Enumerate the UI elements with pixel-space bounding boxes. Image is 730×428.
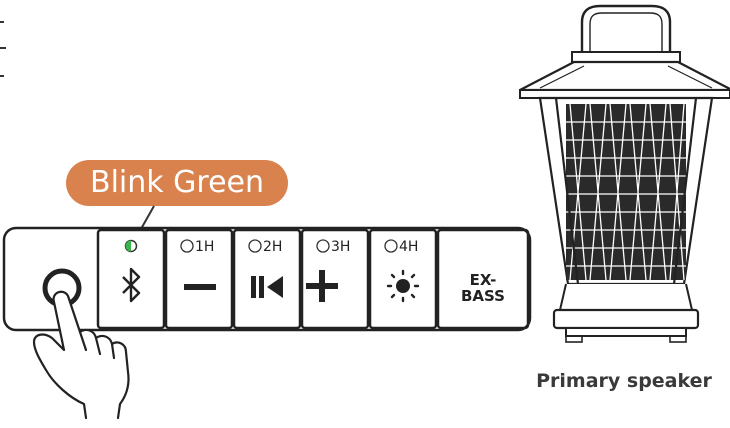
bluetooth-icon	[122, 267, 141, 303]
button-frame-minus	[164, 228, 234, 330]
minus-button[interactable]: 1H	[180, 239, 216, 290]
speaker-handle-inner	[589, 12, 663, 56]
control-panel-outline	[2, 226, 532, 332]
status-led-indicator	[124, 239, 138, 253]
speaker-base	[552, 308, 700, 330]
blink-green-callout: Blink Green	[66, 160, 288, 237]
handle-base	[571, 51, 681, 63]
grille-pattern	[566, 103, 686, 281]
play-prev-button[interactable]: 2H	[248, 239, 283, 298]
lantern-speaker-illustration	[519, 4, 730, 343]
light-button[interactable]: 4H	[384, 239, 420, 303]
plus-icon	[306, 270, 338, 302]
pointing-hand-illustration	[32, 290, 130, 420]
hold-label-4h: 4H	[399, 239, 418, 255]
callout-label: Blink Green	[90, 165, 264, 200]
hold-label-2h: 2H	[263, 239, 282, 255]
speaker-roof	[519, 60, 730, 92]
button-frame-prev	[232, 228, 302, 330]
left-edge-fragment	[0, 21, 6, 77]
status-led-green-half	[125, 240, 131, 252]
exbass-line2: BASS	[461, 287, 505, 305]
minus-icon	[184, 284, 216, 290]
plus-button[interactable]: 3H	[306, 239, 350, 302]
hold-indicator-circle	[180, 239, 194, 253]
hold-indicator-circle	[316, 239, 330, 253]
button-frame-exbass	[436, 228, 530, 330]
hold-label-3h: 3H	[331, 239, 350, 255]
bluetooth-button[interactable]	[122, 239, 141, 303]
hold-indicator-circle	[384, 239, 398, 253]
button-frame-bluetooth	[96, 228, 166, 330]
button-frame-plus	[300, 228, 370, 330]
play-pause-prev-icon	[251, 276, 283, 298]
roof-rim	[519, 89, 730, 99]
light-icon	[386, 269, 420, 303]
speaker-caption: Primary speaker	[536, 370, 712, 392]
speaker-handle	[580, 4, 672, 56]
exbass-button[interactable]: EX- BASS	[461, 271, 505, 305]
ex-bass-icon: EX- BASS	[461, 271, 505, 305]
callout-pill	[66, 160, 288, 206]
hold-indicator-circle	[248, 239, 262, 253]
hold-label-1h: 1H	[195, 239, 214, 255]
button-frame-light	[368, 228, 438, 330]
speaker-grille	[566, 104, 686, 280]
control-panel: 1H 2H 3H 4H	[2, 226, 532, 332]
exbass-line1: EX-	[470, 271, 497, 289]
